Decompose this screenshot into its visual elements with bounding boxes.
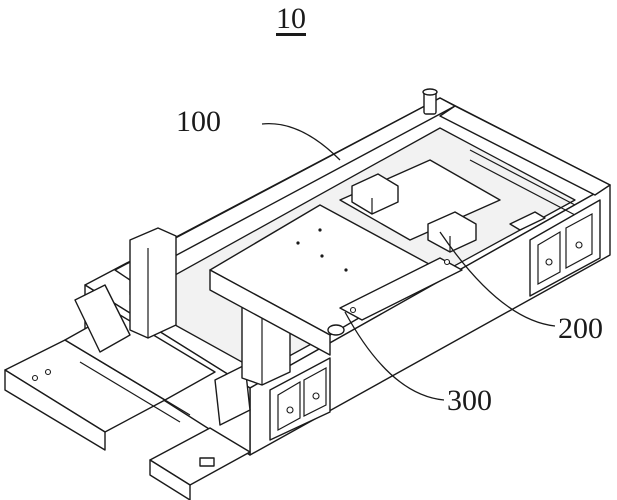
plate-300: [209, 204, 463, 356]
leader-lines: [261, 122, 556, 401]
module-200: [339, 159, 546, 253]
label-200: 200: [558, 312, 603, 345]
front-gussets: [269, 357, 331, 441]
right-gussets: [529, 199, 601, 297]
label-100: 100: [176, 105, 221, 138]
base-feet: [4, 284, 251, 500]
label-300: 300: [447, 384, 492, 417]
figure-number: 10: [276, 2, 306, 35]
